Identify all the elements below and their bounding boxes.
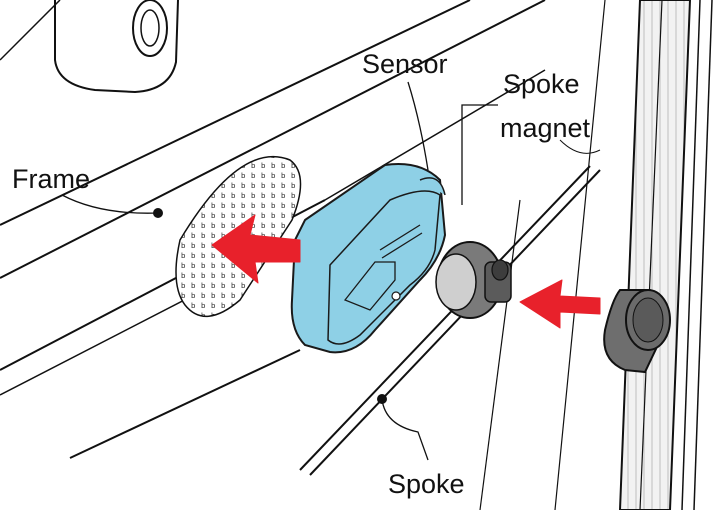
spoke-magnet-label-line2: magnet: [500, 113, 591, 143]
spoke-label: Spoke: [388, 469, 465, 499]
frame-leader: [61, 194, 159, 214]
spoke-magnet-leader: [461, 104, 498, 205]
sensor-leader: [407, 81, 429, 171]
speed-sensor: [290, 163, 447, 354]
spoke-leader: [381, 398, 429, 461]
spoke-magnet: [435, 241, 512, 319]
crank-housing: [0, 0, 179, 94]
spokes: [299, 0, 606, 510]
frame-label: Frame: [12, 164, 90, 194]
arrow-left-icon: [519, 279, 601, 329]
spoke-magnet-label-line1: Spoke: [503, 69, 580, 99]
magnet-screw: [603, 289, 671, 374]
sensor-label: Sensor: [362, 49, 448, 79]
wheel-rim: [559, 0, 713, 510]
arrow-left-icon: [211, 214, 301, 284]
leader-lines: [61, 81, 498, 461]
